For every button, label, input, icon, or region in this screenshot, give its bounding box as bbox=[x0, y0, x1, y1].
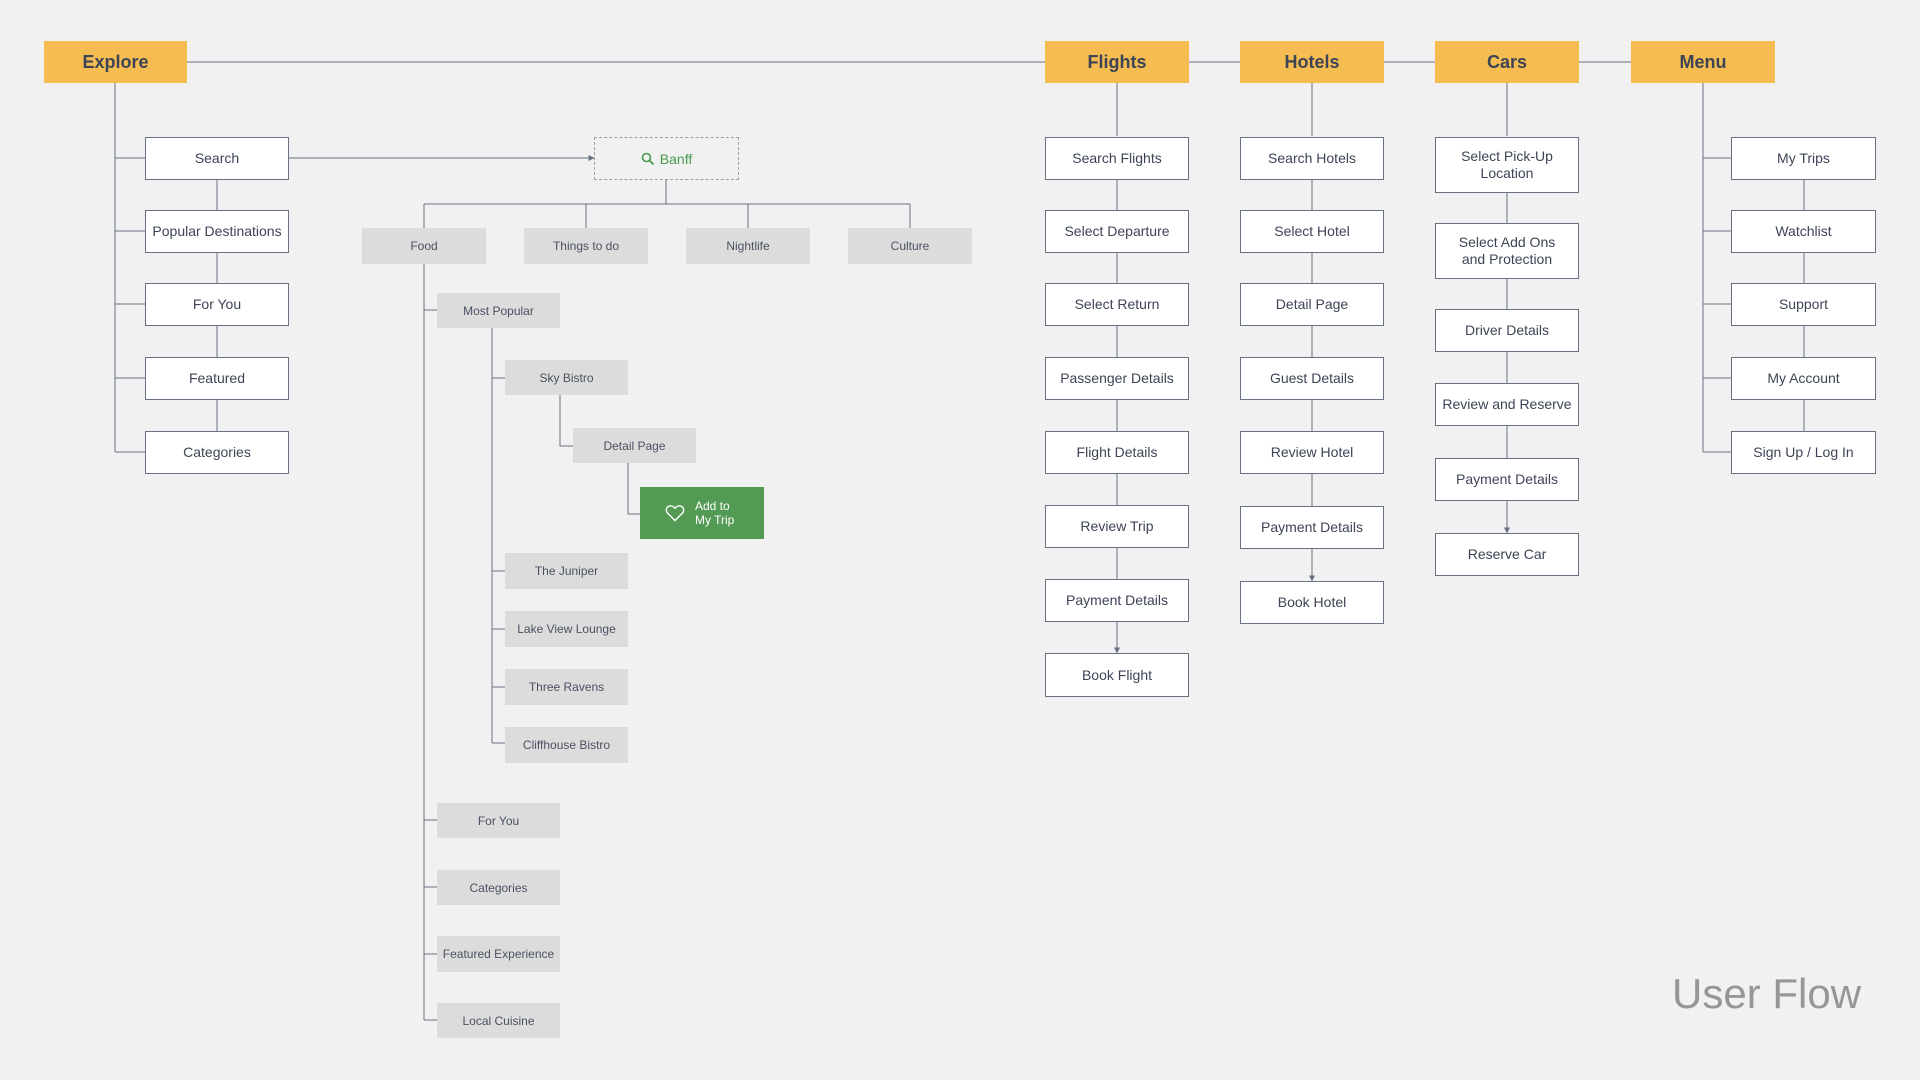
cars-select-add-ons[interactable]: Select Add Ons and Protection bbox=[1435, 223, 1579, 279]
explore-featured[interactable]: Featured bbox=[145, 357, 289, 400]
restaurant-detail-page[interactable]: Detail Page bbox=[573, 428, 696, 463]
cars-review-and-reserve[interactable]: Review and Reserve bbox=[1435, 383, 1579, 426]
tab-culture[interactable]: Culture bbox=[848, 228, 972, 264]
tab-things-to-do[interactable]: Things to do bbox=[524, 228, 648, 264]
menu-sign-up-log-in[interactable]: Sign Up / Log In bbox=[1731, 431, 1876, 474]
menu-support[interactable]: Support bbox=[1731, 283, 1876, 326]
menu-watchlist[interactable]: Watchlist bbox=[1731, 210, 1876, 253]
flights-search-flights[interactable]: Search Flights bbox=[1045, 137, 1189, 180]
restaurant-three-ravens[interactable]: Three Ravens bbox=[505, 669, 628, 705]
flights-select-return[interactable]: Select Return bbox=[1045, 283, 1189, 326]
cars-reserve-car[interactable]: Reserve Car bbox=[1435, 533, 1579, 576]
food-local-cuisine[interactable]: Local Cuisine bbox=[437, 1003, 560, 1038]
flights-select-departure[interactable]: Select Departure bbox=[1045, 210, 1189, 253]
flights-book-flight[interactable]: Book Flight bbox=[1045, 653, 1189, 697]
search-result-banff[interactable]: Banff bbox=[594, 137, 739, 180]
cars-driver-details[interactable]: Driver Details bbox=[1435, 309, 1579, 352]
cars-pickup-line2: Location bbox=[1480, 165, 1534, 181]
hotels-select-hotel[interactable]: Select Hotel bbox=[1240, 210, 1384, 253]
food-featured-experience[interactable]: Featured Experience bbox=[437, 936, 560, 972]
hotels-detail-page[interactable]: Detail Page bbox=[1240, 283, 1384, 326]
add-label-line2: My Trip bbox=[695, 513, 735, 527]
cars-pickup-line1: Select Pick-Up bbox=[1461, 148, 1553, 164]
heart-icon bbox=[665, 505, 685, 522]
flights-passenger-details[interactable]: Passenger Details bbox=[1045, 357, 1189, 400]
hotels-payment-details[interactable]: Payment Details bbox=[1240, 506, 1384, 549]
cars-addons-line2: and Protection bbox=[1461, 251, 1553, 267]
flights-flight-details[interactable]: Flight Details bbox=[1045, 431, 1189, 474]
food-for-you[interactable]: For You bbox=[437, 803, 560, 838]
restaurant-sky-bistro[interactable]: Sky Bistro bbox=[505, 360, 628, 395]
restaurant-lake-view-lounge[interactable]: Lake View Lounge bbox=[505, 611, 628, 647]
add-to-my-trip-button[interactable]: Add to My Trip bbox=[640, 487, 764, 539]
cars-addons-line1: Select Add Ons bbox=[1458, 234, 1556, 250]
explore-popular-destinations[interactable]: Popular Destinations bbox=[145, 210, 289, 253]
category-menu[interactable]: Menu bbox=[1631, 41, 1775, 83]
tab-food[interactable]: Food bbox=[362, 228, 486, 264]
cars-select-pickup-location[interactable]: Select Pick-Up Location bbox=[1435, 137, 1579, 193]
restaurant-cliffhouse-bistro[interactable]: Cliffhouse Bistro bbox=[505, 727, 628, 763]
tab-nightlife[interactable]: Nightlife bbox=[686, 228, 810, 264]
hotels-guest-details[interactable]: Guest Details bbox=[1240, 357, 1384, 400]
category-explore[interactable]: Explore bbox=[44, 41, 187, 83]
explore-search[interactable]: Search bbox=[145, 137, 289, 180]
explore-for-you[interactable]: For You bbox=[145, 283, 289, 326]
cars-payment-details[interactable]: Payment Details bbox=[1435, 458, 1579, 501]
flights-review-trip[interactable]: Review Trip bbox=[1045, 505, 1189, 548]
food-categories[interactable]: Categories bbox=[437, 870, 560, 905]
diagram-title: User Flow bbox=[1672, 970, 1862, 1017]
explore-categories[interactable]: Categories bbox=[145, 431, 289, 474]
hotels-search-hotels[interactable]: Search Hotels bbox=[1240, 137, 1384, 180]
category-cars[interactable]: Cars bbox=[1435, 41, 1579, 83]
menu-my-account[interactable]: My Account bbox=[1731, 357, 1876, 400]
flights-payment-details[interactable]: Payment Details bbox=[1045, 579, 1189, 622]
add-label-line1: Add to bbox=[695, 499, 730, 513]
add-to-my-trip-label: Add to My Trip bbox=[695, 499, 734, 527]
hotels-book-hotel[interactable]: Book Hotel bbox=[1240, 581, 1384, 624]
category-flights[interactable]: Flights bbox=[1045, 41, 1189, 83]
restaurant-the-juniper[interactable]: The Juniper bbox=[505, 553, 628, 589]
food-most-popular[interactable]: Most Popular bbox=[437, 293, 560, 328]
menu-my-trips[interactable]: My Trips bbox=[1731, 137, 1876, 180]
category-hotels[interactable]: Hotels bbox=[1240, 41, 1384, 83]
hotels-review-hotel[interactable]: Review Hotel bbox=[1240, 431, 1384, 474]
search-query-label: Banff bbox=[659, 150, 693, 167]
search-icon bbox=[641, 152, 654, 165]
